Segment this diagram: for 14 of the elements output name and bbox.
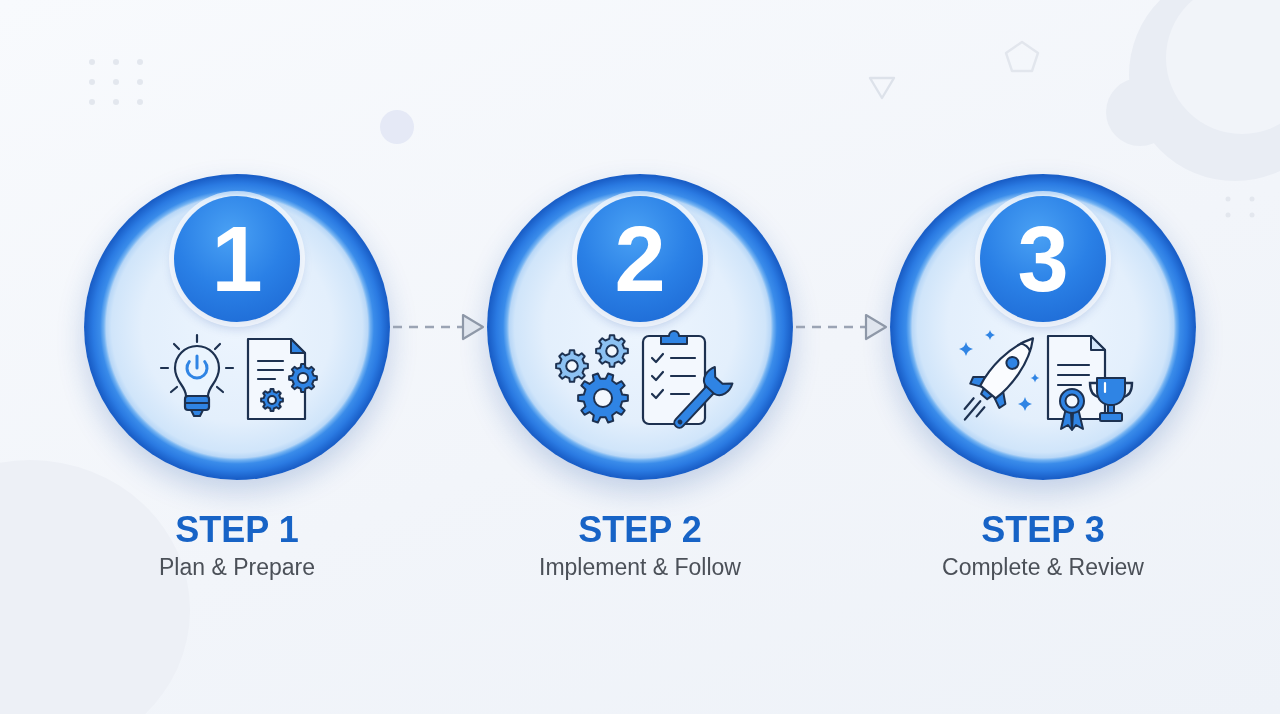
number-badge [577,196,703,322]
step-number: 3 [1017,213,1069,305]
step-title: STEP 3 [981,510,1105,550]
step-number: 1 [211,213,263,305]
step-description: Complete & Review [942,553,1144,582]
step-title: STEP 1 [175,510,299,550]
dashed-arrow [796,313,888,341]
step-description: Implement & Follow [539,553,741,582]
dashed-arrow [393,313,485,341]
step-description: Plan & Prepare [159,553,315,582]
step-title: STEP 2 [578,510,702,550]
number-badge [980,196,1106,322]
number-badge [174,196,300,322]
step-number: 2 [614,213,666,305]
